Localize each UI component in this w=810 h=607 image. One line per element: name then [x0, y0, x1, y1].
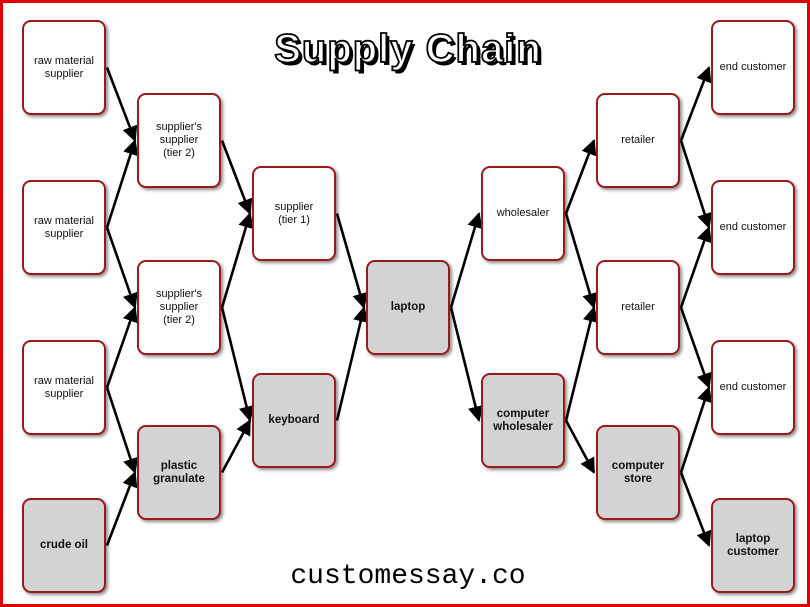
- arrow-rms3-to-plastic: [105, 387, 139, 474]
- arrow-rms2-to-ss1: [105, 139, 139, 228]
- arrow-ss2-to-sup1: [220, 212, 254, 308]
- arrow-wholesaler-to-ret1: [564, 139, 597, 214]
- node-end-customer-3: end customer: [711, 340, 795, 435]
- node-raw-material-supplier-3: raw material supplier: [22, 340, 106, 435]
- arrow-keyboard-to-laptop: [335, 305, 369, 421]
- arrow-compstore-to-lapcust: [679, 472, 712, 547]
- arrow-ss1-to-sup1: [220, 140, 253, 215]
- arrow-ss2-to-keyboard: [220, 307, 255, 423]
- arrow-sup1-to-laptop: [335, 213, 368, 309]
- arrow-laptop-to-wholesaler: [449, 212, 483, 308]
- node-suppliers-supplier-2: supplier's supplier (tier 2): [137, 260, 221, 355]
- link-layer: [105, 66, 713, 547]
- node-computer-store: computer store: [596, 425, 680, 520]
- node-retailer-2: retailer: [596, 260, 680, 355]
- node-end-customer-1: end customer: [711, 20, 795, 115]
- arrow-compwh-to-compstore: [564, 419, 596, 474]
- node-laptop: laptop: [366, 260, 450, 355]
- node-computer-wholesaler: computer wholesaler: [481, 373, 565, 468]
- diagram-title: Supply Chain: [273, 26, 542, 72]
- node-suppliers-supplier-1: supplier's supplier (tier 2): [137, 93, 221, 188]
- node-supplier-tier-1: supplier (tier 1): [252, 166, 336, 261]
- arrow-laptop-to-compwh: [449, 307, 484, 423]
- node-wholesaler: wholesaler: [481, 166, 565, 261]
- arrow-ret1-to-ec1: [679, 66, 712, 141]
- arrow-rms1-to-ss1: [105, 67, 138, 142]
- arrow-ret2-to-ec2: [679, 226, 712, 308]
- arrow-ret1-to-ec2: [679, 140, 713, 229]
- node-raw-material-supplier-1: raw material supplier: [22, 20, 106, 115]
- arrow-rms3-to-ss2: [105, 306, 138, 388]
- node-end-customer-2: end customer: [711, 180, 795, 275]
- arrow-wholesaler-to-ret2: [564, 213, 598, 309]
- footer-brand: customessay.co: [290, 561, 526, 592]
- node-crude-oil: crude oil: [22, 498, 106, 593]
- node-keyboard: keyboard: [252, 373, 336, 468]
- arrow-ret2-to-ec3: [679, 307, 712, 389]
- node-retailer-1: retailer: [596, 93, 680, 188]
- node-plastic-granulate: plastic granulate: [137, 425, 221, 520]
- arrow-plastic-to-keyboard: [220, 419, 252, 474]
- node-laptop-customer: laptop customer: [711, 498, 795, 593]
- node-raw-material-supplier-2: raw material supplier: [22, 180, 106, 275]
- arrow-compwh-to-ret2: [564, 305, 599, 421]
- arrow-rms2-to-ss2: [105, 227, 138, 309]
- arrow-compstore-to-ec3: [679, 386, 713, 473]
- arrow-crude-to-plastic: [105, 471, 138, 546]
